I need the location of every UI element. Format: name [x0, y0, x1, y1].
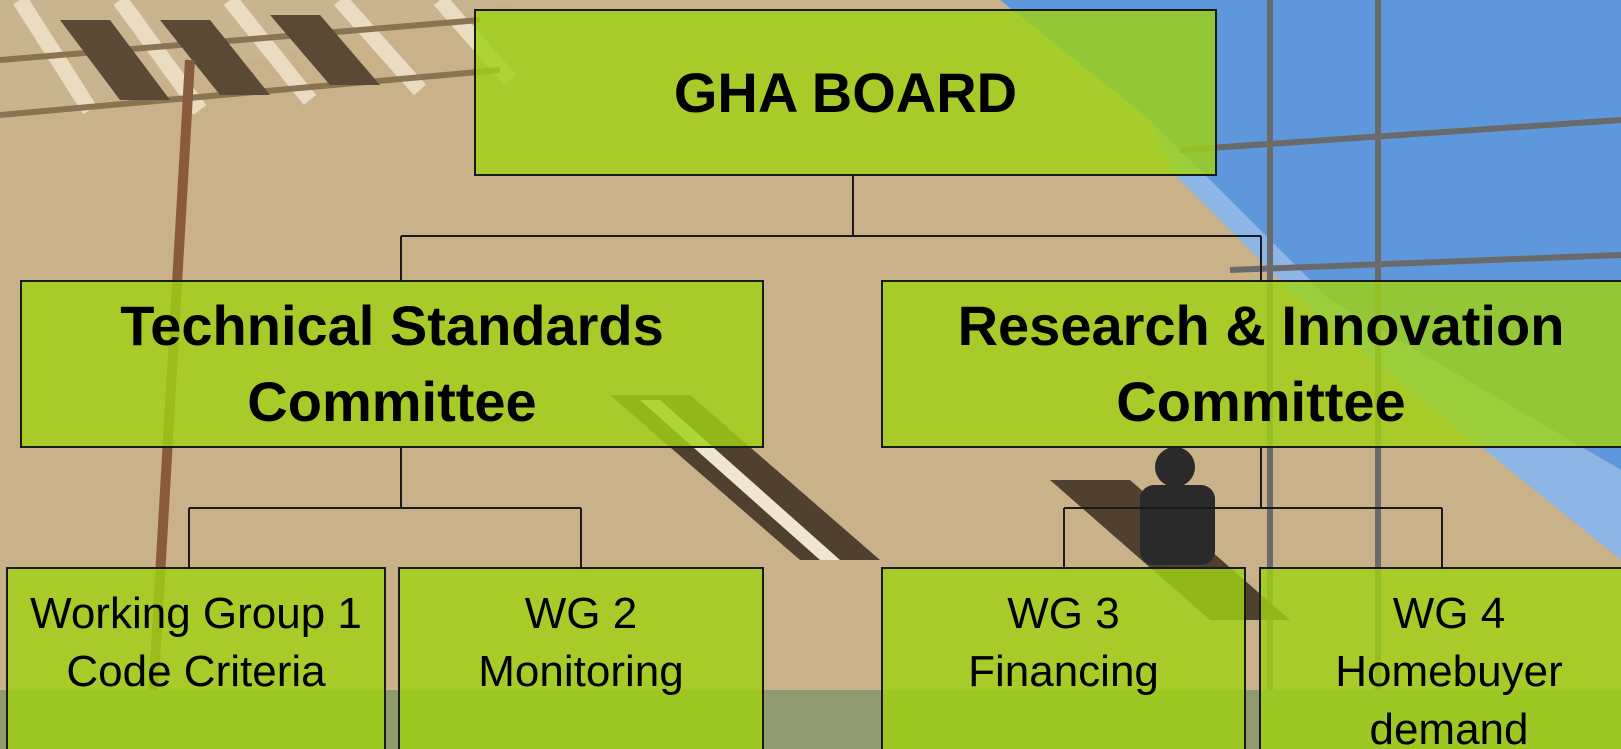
wg-label-line2: Monitoring [478, 647, 684, 696]
committee-label-line1: Research & Innovation [957, 294, 1565, 357]
wg-label-line1: WG 2 [524, 589, 638, 638]
wg-label-line3: demand [1369, 705, 1529, 749]
wg-label-line2: Homebuyer [1335, 647, 1563, 696]
working-group-4-box: WG 4 Homebuyer demand [1259, 567, 1621, 749]
wg-label-line2: Code Criteria [66, 647, 326, 696]
committee-label-line2: Committee [247, 370, 537, 433]
research-innovation-committee-box: Research & Innovation Committee [881, 280, 1621, 448]
wg-label-line1: WG 4 [1392, 589, 1506, 638]
working-group-1-box: Working Group 1 Code Criteria [6, 567, 386, 749]
working-group-3-box: WG 3 Financing [881, 567, 1246, 749]
gha-board-box: GHA BOARD [474, 9, 1217, 176]
gha-board-title: GHA BOARD [673, 61, 1018, 124]
committee-label-line2: Committee [1116, 370, 1406, 433]
technical-standards-committee-box: Technical Standards Committee [20, 280, 764, 448]
working-group-2-box: WG 2 Monitoring [398, 567, 764, 749]
committee-label-line1: Technical Standards [120, 294, 664, 357]
wg-label-line1: WG 3 [1007, 589, 1120, 638]
wg-label-line2: Financing [968, 647, 1159, 696]
wg-label-line1: Working Group 1 [30, 589, 362, 638]
